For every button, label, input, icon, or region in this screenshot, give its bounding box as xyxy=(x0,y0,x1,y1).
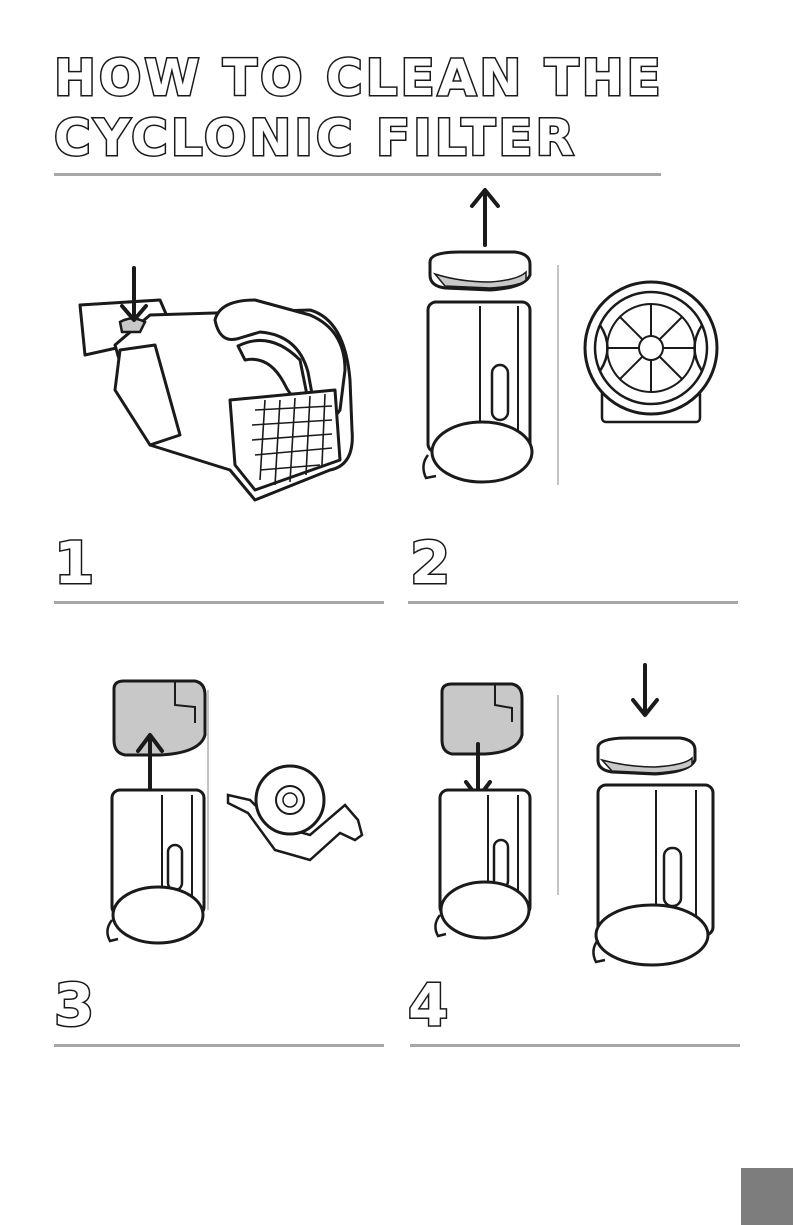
cyclone-housing xyxy=(114,681,205,755)
step-3-number: 3 xyxy=(54,975,94,1035)
step-4-divider xyxy=(410,1044,740,1047)
step-4-illustration xyxy=(430,660,730,970)
cyclone-housing-4 xyxy=(442,684,522,754)
filter-side-view xyxy=(228,766,362,860)
page-title: HOW TO CLEAN THE CYCLONIC FILTER xyxy=(54,48,664,168)
step-3-up-arrow xyxy=(138,735,162,790)
step-3-divider xyxy=(54,1044,384,1047)
step-4-number: 4 xyxy=(408,975,448,1035)
step-1-vacuum-illustration xyxy=(70,260,370,510)
step-2-divider-line xyxy=(408,601,738,604)
step-1-down-arrow xyxy=(122,268,146,320)
filter-base xyxy=(432,422,532,482)
step-1-number: 1 xyxy=(54,533,94,593)
filter-top-view xyxy=(585,282,717,422)
step-3-illustration xyxy=(100,675,380,950)
step-4-down-arrow-right xyxy=(633,665,657,715)
step-1-divider xyxy=(54,601,384,604)
page-tab-marker xyxy=(741,1168,793,1225)
step-2-up-arrow xyxy=(472,190,498,245)
title-divider xyxy=(54,173,661,176)
title-line-1: HOW TO CLEAN THE xyxy=(54,48,664,108)
title-line-2: CYCLONIC FILTER xyxy=(54,108,664,168)
step-2-illustration xyxy=(400,180,740,500)
step-2-number: 2 xyxy=(410,533,450,593)
